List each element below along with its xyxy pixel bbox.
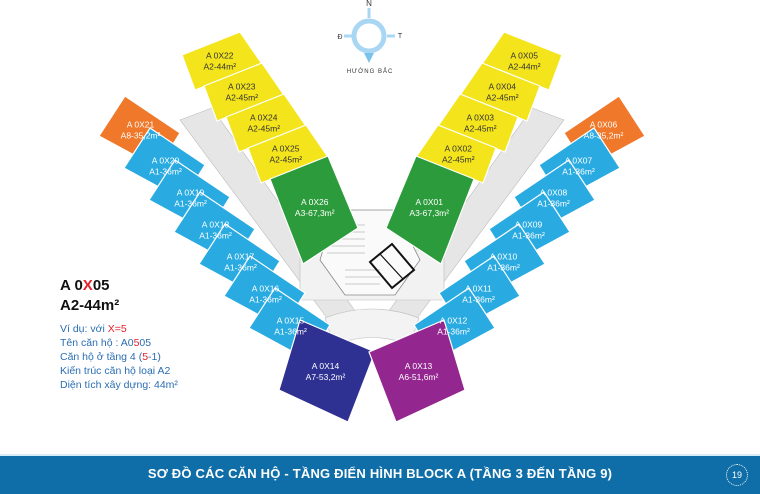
unit-a0x14[interactable] <box>278 319 376 423</box>
elevator-shaft <box>368 242 416 290</box>
unit-name: A 0X11 <box>465 283 492 293</box>
unit-name: A 0X08 <box>540 187 568 197</box>
code-suffix: 05 <box>92 277 110 294</box>
unit-name: A 0X10 <box>490 251 518 261</box>
unit-area: A1-36m² <box>462 294 495 304</box>
name-suffix: 05 <box>139 337 152 349</box>
unit-area: A3-67,3m² <box>409 208 449 218</box>
unit-area: A1-36m² <box>149 166 182 176</box>
name-prefix: Tên căn hộ : A0 <box>60 337 134 349</box>
unit-area: A1-36m² <box>487 262 520 272</box>
unit-area: A1-36m² <box>537 198 570 208</box>
north-arrow-icon <box>364 53 374 63</box>
compass-north: N <box>366 0 372 8</box>
name-red: 5 <box>133 337 140 349</box>
unit-name: A 0X02 <box>445 143 473 153</box>
legend-type: A2-44m² <box>60 297 120 314</box>
code-prefix: A 0 <box>60 277 83 294</box>
unit-a0x01[interactable] <box>385 155 475 265</box>
compass-ring <box>351 18 387 54</box>
unit-name: A 0X25 <box>272 143 300 153</box>
unit-name: A 0X18 <box>202 219 230 229</box>
legend-name: Tên căn hộ : A0505 <box>60 336 178 350</box>
legend-example: Ví dụ: với X=5 <box>60 322 178 336</box>
unit-area: A1-36m² <box>224 262 257 272</box>
unit-name: A 0X01 <box>416 197 444 207</box>
unit-name: A 0X17 <box>227 251 255 261</box>
unit-area: A6-51,6m² <box>399 372 439 382</box>
unit-area: A3-67,3m² <box>295 208 335 218</box>
unit-a0x26[interactable] <box>269 155 359 265</box>
unit-area: A8-35,2m² <box>121 130 161 140</box>
floor-red: 5 <box>142 351 149 363</box>
compass-label: HƯỚNG BẮC <box>347 67 394 75</box>
unit-name: A 0X24 <box>250 112 278 122</box>
legend-floor: Căn hộ ở tầng 4 (5-1) <box>60 350 178 364</box>
unit-name: A 0X13 <box>405 361 433 371</box>
compass-west: Đ <box>337 34 342 41</box>
code-x: X <box>82 277 93 294</box>
unit-area: A1-36m² <box>512 230 545 240</box>
floor-suffix: -1) <box>148 351 161 363</box>
unit-area: A2-45m² <box>486 92 519 102</box>
page-number: 19 <box>726 464 748 486</box>
unit-name: A 0X20 <box>152 155 180 165</box>
unit-area: A8-35,2m² <box>584 130 624 140</box>
unit-area: A1-36m² <box>562 166 595 176</box>
unit-name: A 0X03 <box>467 112 495 122</box>
unit-area: A2-45m² <box>225 92 258 102</box>
unit-name: A 0X19 <box>177 187 205 197</box>
unit-area: A1-36m² <box>249 294 282 304</box>
unit-area: A1-36m² <box>274 326 307 336</box>
example-value: X=5 <box>107 323 127 335</box>
unit-name: A 0X23 <box>228 81 256 91</box>
footer-title: SƠ ĐỒ CÁC CĂN HỘ - TẦNG ĐIỂN HÌNH BLOCK … <box>147 466 613 481</box>
unit-area: A2-45m² <box>247 123 280 133</box>
unit-name: A 0X04 <box>489 81 517 91</box>
unit-name: A 0X14 <box>312 361 340 371</box>
unit-area: A2-45m² <box>464 123 497 133</box>
unit-name: A 0X15 <box>277 315 305 325</box>
legend-area: Diện tích xây dựng: 44m² <box>60 379 178 391</box>
floor-prefix: Căn hộ ở tầng 4 ( <box>60 351 143 363</box>
unit-area: A2-44m² <box>508 61 541 71</box>
legend-architecture: Kiến trúc căn hộ loại A2 <box>60 365 171 377</box>
unit-area: A2-45m² <box>442 154 475 164</box>
unit-name: A 0X09 <box>515 219 543 229</box>
unit-name: A 0X22 <box>206 50 234 60</box>
unit-area: A2-44m² <box>203 61 236 71</box>
unit-area: A1-36m² <box>174 198 207 208</box>
unit-name: A 0X07 <box>565 155 593 165</box>
legend-code: A 0X05 <box>60 276 178 296</box>
unit-name: A 0X16 <box>252 283 280 293</box>
footer-bar: SƠ ĐỒ CÁC CĂN HỘ - TẦNG ĐIỂN HÌNH BLOCK … <box>0 454 760 494</box>
unit-name: A 0X06 <box>590 119 618 129</box>
unit-area: A2-45m² <box>269 154 302 164</box>
unit-name: A 0X12 <box>440 315 468 325</box>
unit-area: A7-53,2m² <box>306 372 346 382</box>
unit-a0x13[interactable] <box>368 319 466 423</box>
legend: A 0X05 A2-44m² Ví dụ: với X=5 Tên căn hộ… <box>60 276 178 392</box>
unit-area: A1-36m² <box>199 230 232 240</box>
compass: N Đ T HƯỚNG BẮC <box>337 0 402 75</box>
unit-area: A1-36m² <box>437 326 470 336</box>
unit-shapes <box>98 31 646 423</box>
unit-name: A 0X21 <box>127 119 155 129</box>
unit-name: A 0X05 <box>511 50 539 60</box>
unit-name: A 0X26 <box>301 197 329 207</box>
example-prefix: Ví dụ: với <box>60 323 108 335</box>
compass-east: T <box>398 33 403 40</box>
